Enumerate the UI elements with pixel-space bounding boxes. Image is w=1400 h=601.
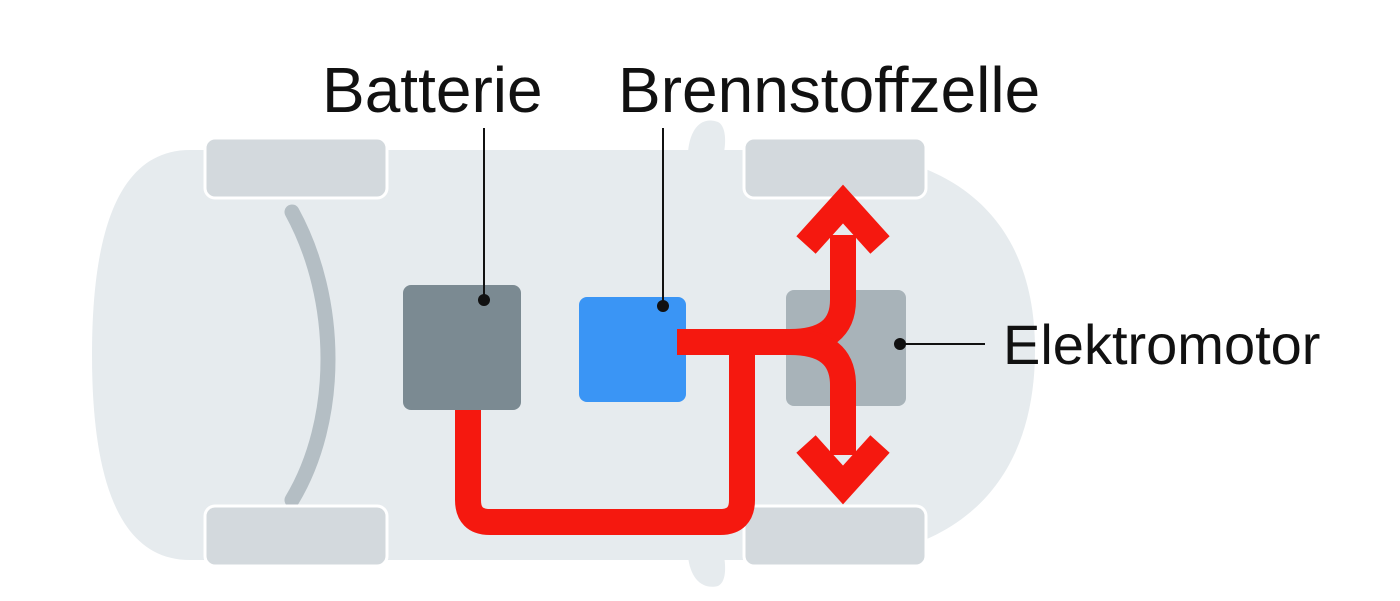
energy-flow-junction-down [789,329,856,455]
car-body-outline [92,150,1035,560]
battery-block [403,285,521,410]
label-elektromotor: Elektromotor [1003,313,1321,376]
wheel-rear-right [203,504,389,568]
side-mirror-bottom [688,556,726,587]
arrow-head-down [796,435,890,505]
wheel-front-right [742,504,928,568]
electric-motor-block [786,290,906,406]
leader-dot-batterie [478,294,490,306]
fuel-cell-block [579,297,686,402]
wheel-front-left [742,136,928,200]
label-batterie: Batterie [322,54,543,126]
energy-flow-battery-to-motor [455,340,755,535]
label-brennstoffzelle: Brennstoffzelle [618,54,1041,126]
leader-dot-elektromotor [894,338,906,350]
wheel-rear-left [203,136,389,200]
arrow-head-up [796,184,890,254]
side-mirror-top [688,120,726,152]
rear-axle-curve [284,204,336,508]
leader-dot-brennstoffzelle [657,300,669,312]
